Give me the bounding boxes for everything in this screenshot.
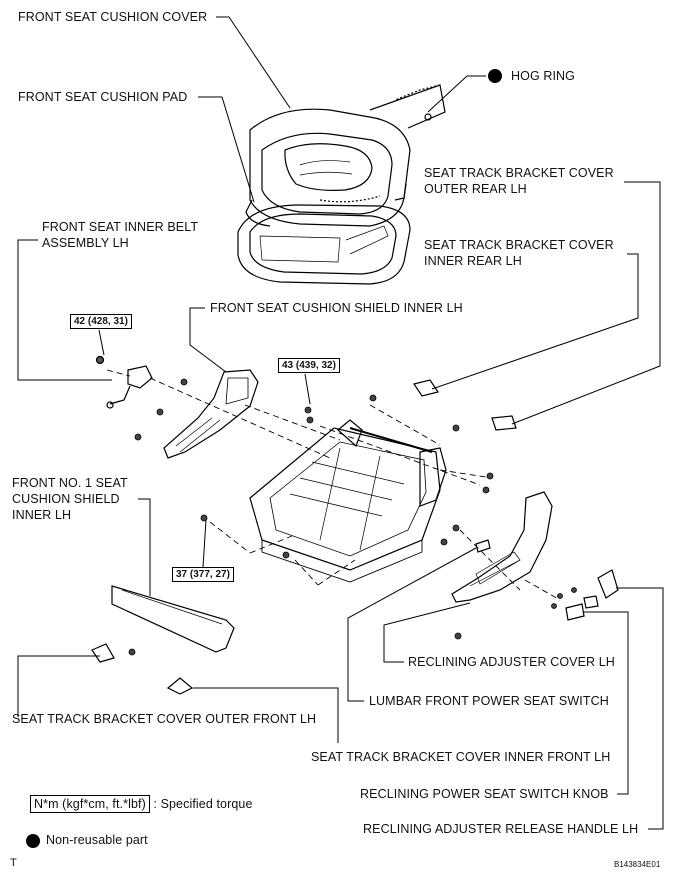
label-inner-front: SEAT TRACK BRACKET COVER INNER FRONT LH — [311, 750, 611, 764]
label-inner-rear-2: INNER REAR LH — [424, 254, 522, 268]
label-belt-1: FRONT SEAT INNER BELT — [42, 220, 199, 234]
shield-inner-drawing — [163, 369, 259, 459]
knob-handle-drawing — [565, 569, 619, 621]
legend-torque: N*m (kgf*cm, ft.*lbf) : Specified torque — [30, 795, 253, 813]
seat-frame-drawing — [249, 419, 447, 583]
hog-ring-drawing — [424, 113, 432, 121]
figure-code: B143834E01 — [614, 860, 661, 869]
label-outer-rear-1: SEAT TRACK BRACKET COVER — [424, 166, 614, 180]
label-hog-ring: HOG RING — [511, 69, 575, 83]
recl-cover-drawing — [451, 491, 553, 603]
legend-dots — [26, 69, 502, 848]
legend-torque-text: : Specified torque — [153, 797, 253, 811]
label-inner-rear-1: SEAT TRACK BRACKET COVER — [424, 238, 614, 252]
front-covers-drawing — [91, 643, 194, 695]
cushion-pad-drawing — [237, 204, 411, 285]
torque-callout-3: 37 (377, 27) — [172, 567, 234, 582]
legend-torque-unit: N*m (kgf*cm, ft.*lbf) — [30, 795, 150, 813]
label-recl-handle: RECLINING ADJUSTER RELEASE HANDLE LH — [363, 822, 639, 836]
torque-callout-2: 43 (439, 32) — [278, 358, 340, 373]
label-outer-front: SEAT TRACK BRACKET COVER OUTER FRONT LH — [12, 712, 317, 726]
label-recl-cover: RECLINING ADJUSTER COVER LH — [408, 655, 615, 669]
bolts — [128, 378, 577, 656]
inner-belt-drawing — [95, 355, 153, 409]
legend-nonreusable: Non-reusable part — [46, 833, 148, 847]
rear-covers-drawing — [413, 379, 517, 431]
cushion-cover-drawing — [245, 84, 446, 227]
leader-lines — [17, 16, 664, 830]
label-shield-inner: FRONT SEAT CUSHION SHIELD INNER LH — [210, 301, 463, 315]
torque-callout-1: 42 (428, 31) — [70, 314, 132, 329]
label-recl-knob: RECLINING POWER SEAT SWITCH KNOB — [360, 787, 609, 801]
lumbar-switch-drawing — [475, 539, 491, 553]
label-lumbar-switch: LUMBAR FRONT POWER SEAT SWITCH — [369, 694, 609, 708]
label-no1-shield-3: INNER LH — [12, 508, 72, 522]
footer-left: T — [10, 857, 17, 869]
label-cushion-pad: FRONT SEAT CUSHION PAD — [18, 90, 188, 104]
label-outer-rear-2: OUTER REAR LH — [424, 182, 527, 196]
no1-shield-drawing — [111, 585, 235, 653]
dashed-lines — [106, 369, 561, 601]
label-no1-shield-2: CUSHION SHIELD — [12, 492, 120, 506]
label-cushion-cover: FRONT SEAT CUSHION COVER — [18, 10, 208, 24]
label-no1-shield-1: FRONT NO. 1 SEAT — [12, 476, 128, 490]
label-belt-2: ASSEMBLY LH — [42, 236, 129, 250]
